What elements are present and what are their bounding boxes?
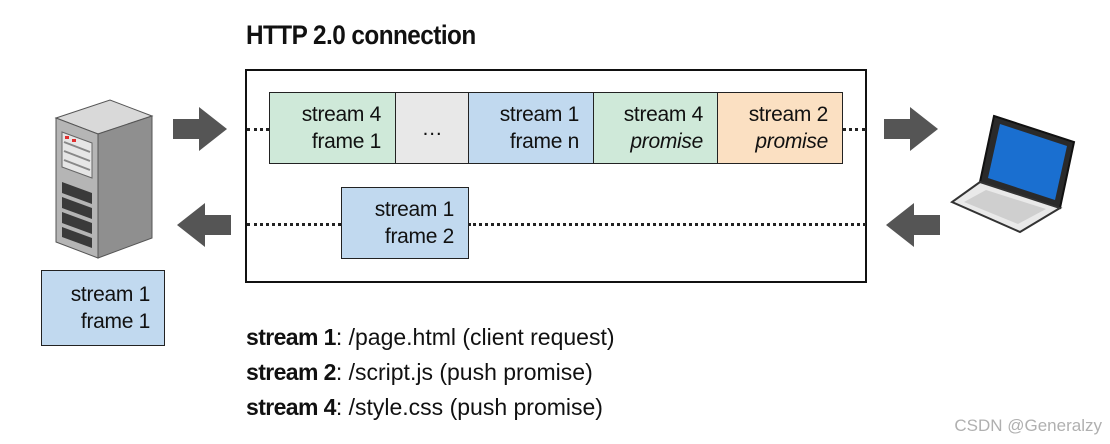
inbound-line-right: [468, 223, 866, 226]
outbound-line-right: [842, 128, 866, 131]
frame-line1: stream 4: [301, 103, 382, 126]
diagram-title: HTTP 2.0 connection: [246, 20, 476, 50]
frame-line2: frame 2: [384, 225, 454, 248]
frame-stream4-frame1: stream 4 frame 1: [269, 92, 396, 164]
frame-line1: stream 1: [374, 198, 455, 221]
server-frame-stream1-frame1: stream 1 frame 1: [41, 270, 165, 346]
watermark: CSDN @Generalzy: [954, 416, 1102, 435]
frame-line1: stream 1: [499, 103, 580, 126]
inbound-line-left: [247, 223, 341, 226]
frame-stream1-frame2: stream 1 frame 2: [341, 187, 469, 259]
legend-item: stream 4: /style.css (push promise): [246, 394, 603, 421]
legend-desc: : /style.css (push promise): [335, 394, 603, 420]
frame-line2: promise: [755, 130, 828, 153]
legend-item: stream 1: /page.html (client request): [246, 324, 615, 351]
frame-line1: stream 1: [70, 283, 151, 306]
arrow-right-icon: [884, 107, 938, 151]
legend-desc: : /script.js (push promise): [335, 359, 593, 385]
legend-stream: stream 1: [246, 324, 336, 350]
frame-line2: frame 1: [80, 310, 150, 333]
frame-line2: frame n: [509, 130, 579, 153]
arrow-left-icon: [886, 203, 940, 247]
frame-line2: promise: [630, 130, 703, 153]
arrow-left-icon: [177, 203, 231, 247]
arrow-right-icon: [173, 107, 227, 151]
legend-desc: : /page.html (client request): [335, 324, 615, 350]
frame-stream1-frame-n: stream 1 frame n: [468, 92, 594, 164]
frame-line1: stream 2: [748, 103, 829, 126]
frame-ellipsis: …: [395, 92, 469, 164]
outbound-line-left: [247, 128, 269, 131]
connection-box: [245, 69, 867, 283]
legend-stream: stream 2: [246, 359, 336, 385]
legend-stream: stream 4: [246, 394, 336, 420]
frame-stream2-promise: stream 2 promise: [717, 92, 843, 164]
frame-line2: frame 1: [311, 130, 381, 153]
frame-line1: stream 4: [623, 103, 704, 126]
frame-line1: …: [421, 116, 443, 140]
frame-stream4-promise: stream 4 promise: [593, 92, 718, 164]
laptop-icon: [950, 114, 1076, 234]
server-icon: [54, 99, 154, 259]
legend-item: stream 2: /script.js (push promise): [246, 359, 593, 386]
